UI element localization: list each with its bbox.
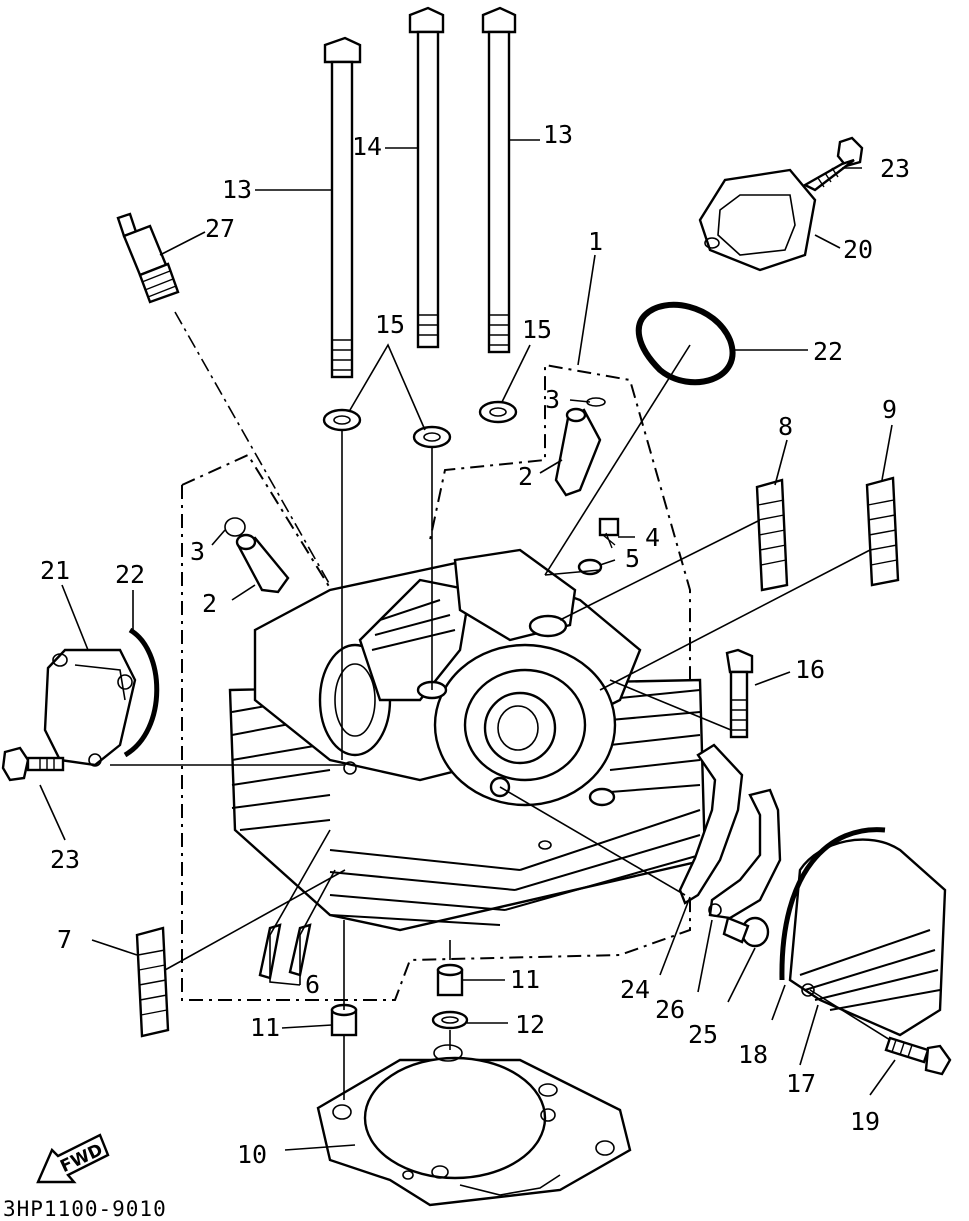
o-ring-12 <box>431 1010 469 1030</box>
circlip-3-lower <box>224 517 246 537</box>
side-cover-21 <box>43 648 137 767</box>
callout-15-left: 15 <box>375 310 405 339</box>
side-cover-17 <box>788 838 947 1037</box>
callout-23-left: 23 <box>50 845 80 874</box>
manifold-cover-20 <box>698 168 817 272</box>
valve-guide-2-lower <box>235 533 290 594</box>
callout-5: 5 <box>625 544 640 573</box>
bolt-23-left <box>1 746 65 782</box>
callout-10: 10 <box>237 1140 267 1169</box>
callout-13-right: 13 <box>543 120 573 149</box>
callout-18: 18 <box>738 1040 768 1069</box>
callout-7: 7 <box>57 925 72 954</box>
chain-guide-24 <box>678 743 744 905</box>
callout-labels: 13 14 13 23 27 20 1 15 15 22 3 9 8 2 4 3… <box>40 120 910 1169</box>
callout-16: 16 <box>795 655 825 684</box>
guide-plate-26 <box>708 788 782 920</box>
callout-11-lower: 11 <box>250 1013 280 1042</box>
callout-26: 26 <box>655 995 685 1024</box>
cylinder-stud-13-left <box>323 36 362 379</box>
dowel-tube-8 <box>755 478 789 592</box>
callout-24: 24 <box>620 975 650 1004</box>
diagram-code: 3HP1100-9010 <box>3 1197 167 1221</box>
callout-3-upper: 3 <box>545 385 560 414</box>
dowel-11-upper <box>436 963 464 997</box>
callout-22-left: 22 <box>115 560 145 589</box>
cylinder-stud-14 <box>408 6 445 349</box>
washer-15-middle <box>412 425 452 449</box>
bolt-23-top <box>802 136 864 192</box>
washer-15-left <box>322 408 362 432</box>
callout-21: 21 <box>40 556 70 585</box>
callout-27: 27 <box>205 214 235 243</box>
cover-gasket-22-right <box>635 301 736 386</box>
head-gasket-10 <box>316 1044 632 1207</box>
callout-19: 19 <box>850 1107 880 1136</box>
callout-11-upper: 11 <box>510 965 540 994</box>
leader-lines <box>39 139 896 1151</box>
callout-14: 14 <box>352 132 382 161</box>
dowel-tube-7 <box>135 926 170 1038</box>
callout-13-left: 13 <box>222 175 252 204</box>
callout-17: 17 <box>786 1069 816 1098</box>
callout-25: 25 <box>688 1020 718 1049</box>
spark-plug-27 <box>116 212 180 304</box>
callout-8: 8 <box>778 412 793 441</box>
fwd-arrow-icon: FWD <box>36 1133 110 1184</box>
callout-1: 1 <box>588 227 603 256</box>
cylinder-stud-13-right <box>481 6 517 354</box>
callout-23-top: 23 <box>880 154 910 183</box>
dowel-tube-9 <box>865 476 900 587</box>
cover-gasket-22-left <box>123 627 160 758</box>
callout-6: 6 <box>305 970 320 999</box>
dowel-pins-6 <box>258 923 312 980</box>
callout-22-right: 22 <box>813 337 843 366</box>
washer-15-right <box>478 400 518 424</box>
bolt-4 <box>598 517 620 549</box>
bolt-19 <box>884 1036 952 1076</box>
bolt-25 <box>722 916 770 948</box>
cover-gasket-18 <box>779 827 886 981</box>
valve-guide-2-upper <box>554 407 602 497</box>
callout-4: 4 <box>645 523 660 552</box>
callout-15-right: 15 <box>522 315 552 344</box>
callout-20: 20 <box>843 235 873 264</box>
callout-12: 12 <box>515 1010 545 1039</box>
callout-2-upper: 2 <box>518 462 533 491</box>
callout-9: 9 <box>882 395 897 424</box>
callout-2-lower: 2 <box>202 589 217 618</box>
bolt-16 <box>725 648 754 739</box>
callout-3-lower: 3 <box>190 537 205 566</box>
cylinder-head <box>228 548 707 932</box>
